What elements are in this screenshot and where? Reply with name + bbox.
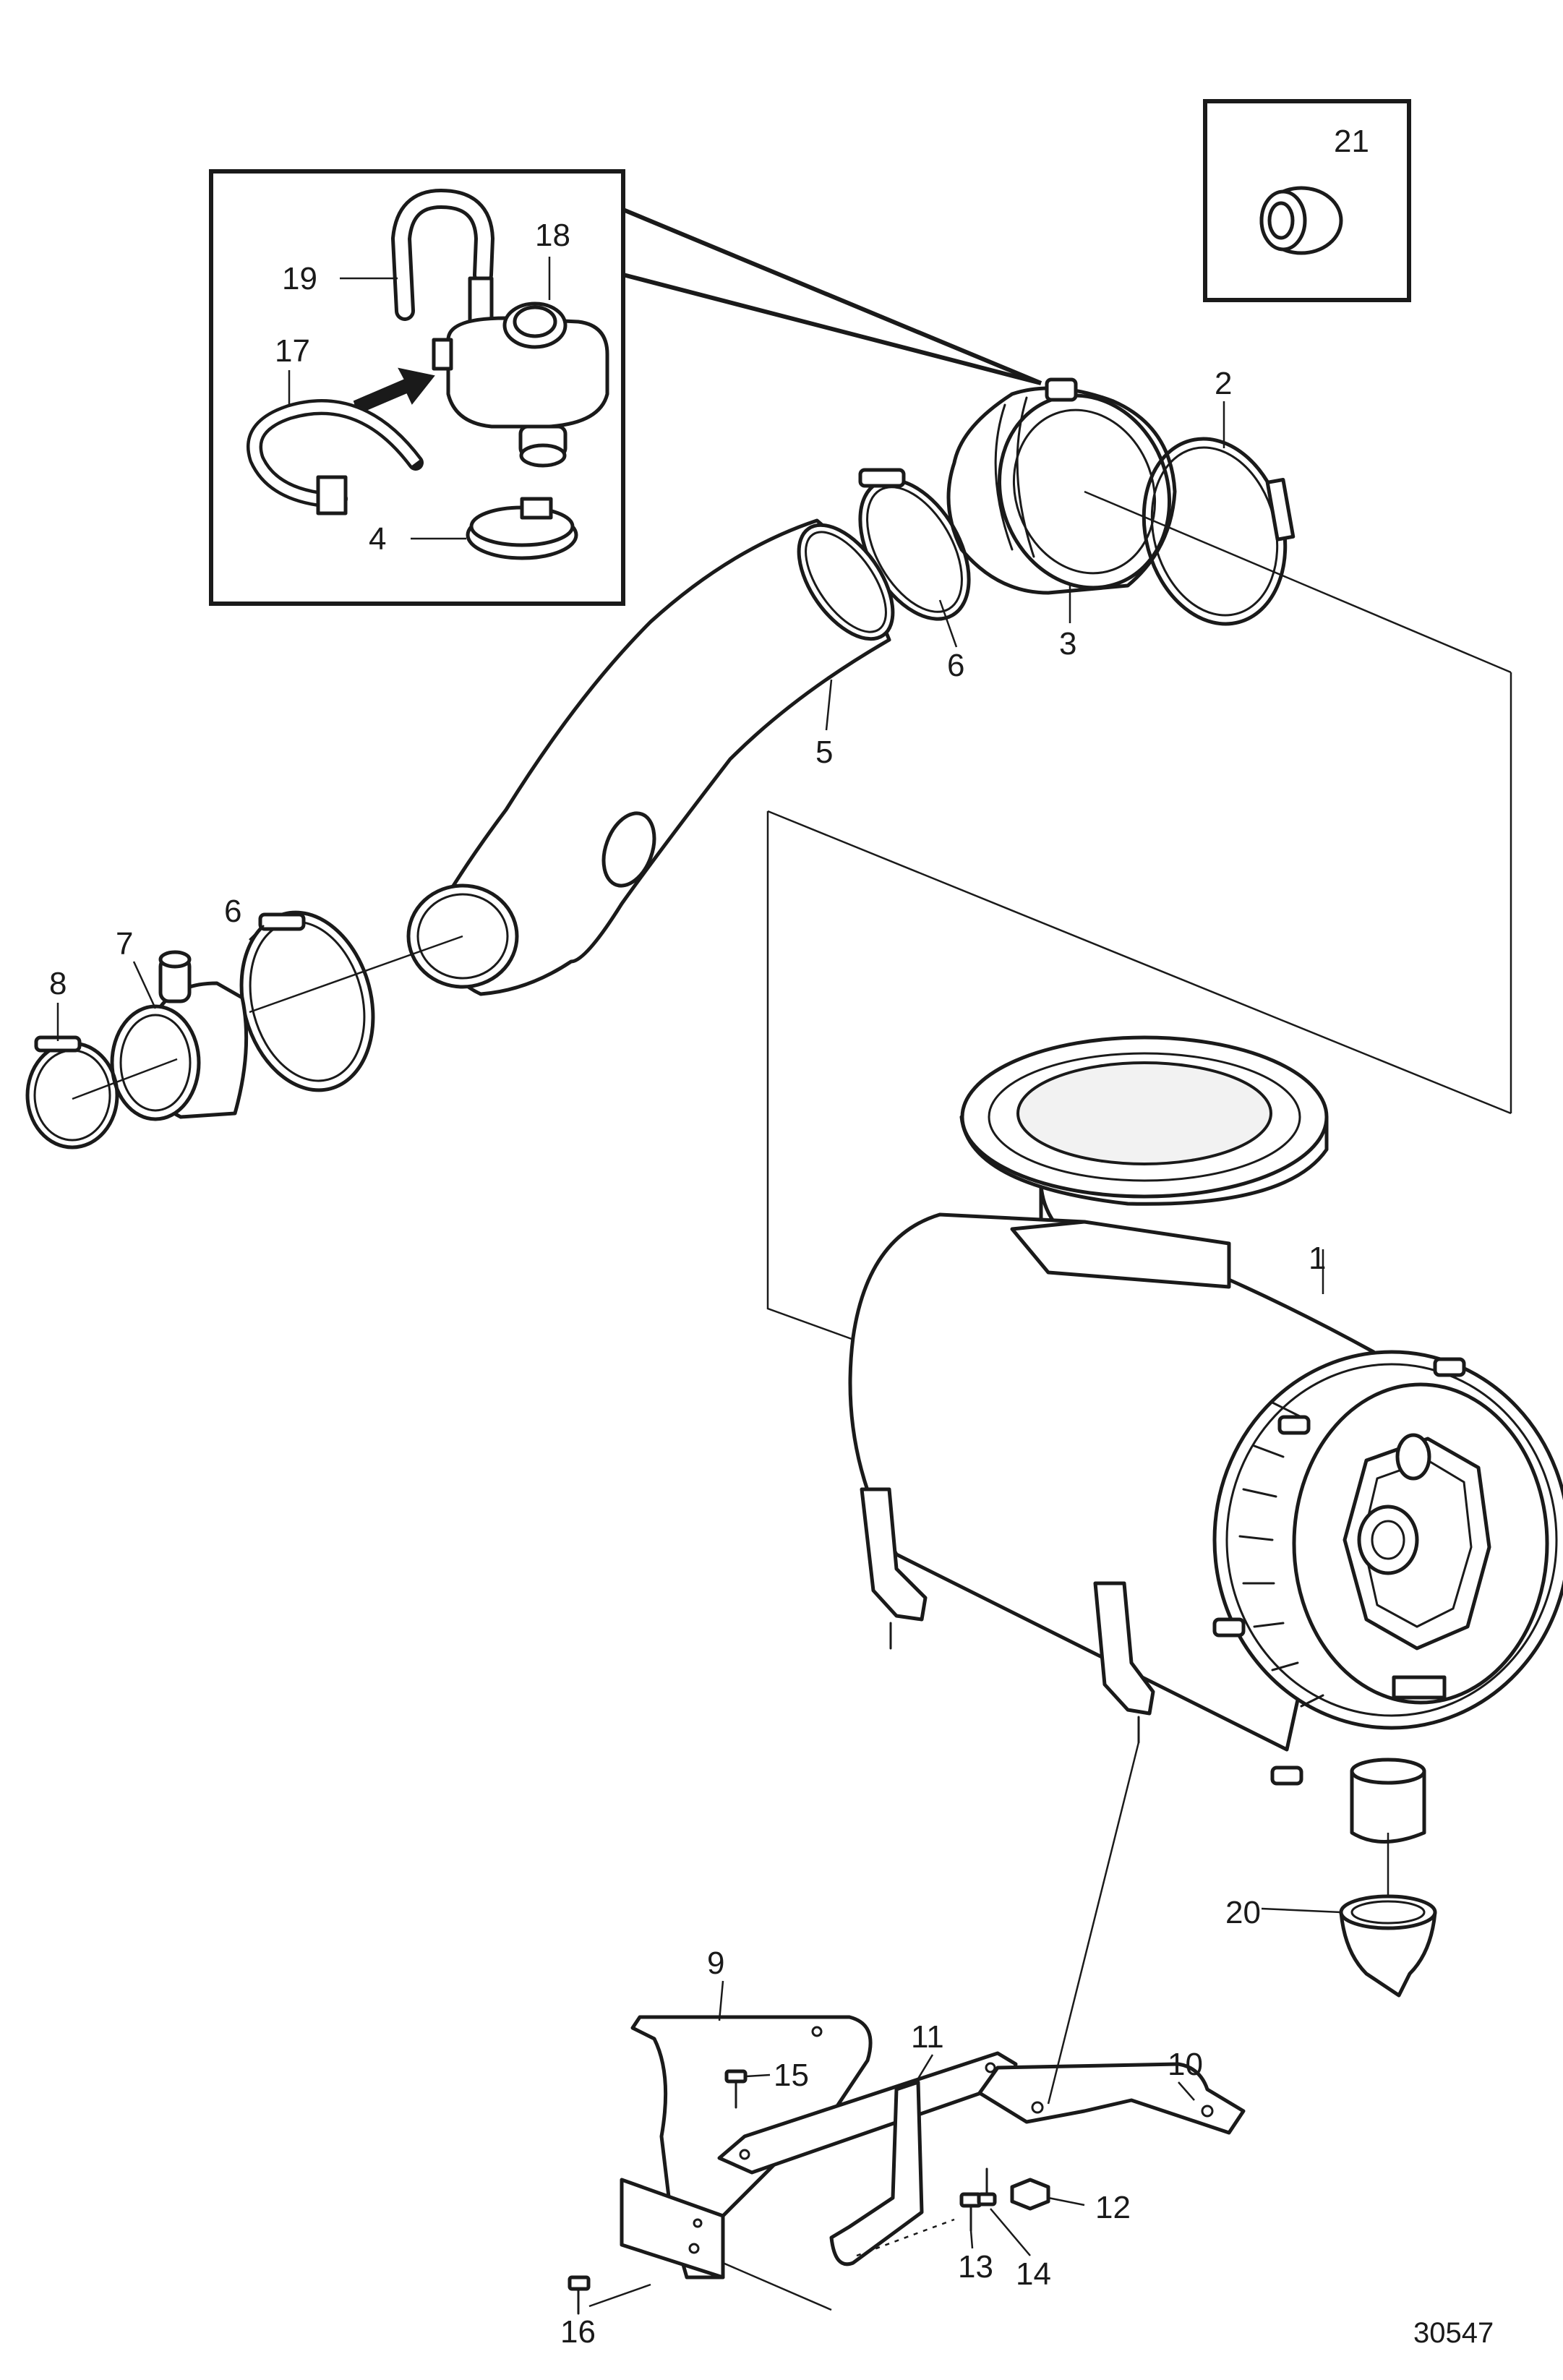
screw-16 — [568, 2275, 591, 2315]
detail-box-21 — [1203, 99, 1411, 302]
clamp-2 — [1142, 437, 1296, 626]
callout-4: 4 — [369, 521, 386, 557]
clamp-8 — [25, 1035, 119, 1150]
callout-14: 14 — [1016, 2256, 1051, 2292]
callout-19: 19 — [282, 261, 317, 296]
bracket-11 — [717, 2051, 1018, 2266]
callout-1: 1 — [1309, 1241, 1326, 1276]
assembly-arrow — [353, 367, 435, 415]
bracket-10 — [977, 2062, 1246, 2135]
figure-reference-number: 30547 — [1413, 2317, 1494, 2349]
callout-3: 3 — [1059, 626, 1076, 662]
nut-12 — [1010, 2178, 1050, 2211]
clamp-4 — [466, 497, 578, 560]
callout-5: 5 — [815, 735, 833, 770]
detail-inset — [209, 169, 1042, 606]
screw-15 — [724, 2069, 748, 2109]
callout-12: 12 — [1095, 2190, 1131, 2225]
cable-tie-17 — [247, 399, 424, 515]
callout-20: 20 — [1225, 1895, 1261, 1930]
callout-13: 13 — [958, 2249, 993, 2285]
clamp-6-lower — [239, 910, 375, 1092]
screw-14 — [977, 2167, 997, 2206]
callout-16: 16 — [560, 2314, 596, 2350]
callouts: 1 2 3 4 5 6 6 7 8 9 10 11 12 13 14 15 16… — [49, 124, 1494, 2350]
valve-18 — [432, 276, 609, 468]
dust-valve-20 — [1339, 1833, 1437, 1998]
callout-7: 7 — [116, 926, 133, 962]
callout-11: 11 — [911, 2019, 944, 2055]
air-filter-housing-1 — [766, 810, 1563, 1844]
callout-17: 17 — [275, 333, 310, 369]
callout-21: 21 — [1334, 124, 1369, 159]
callout-6-lower: 6 — [224, 894, 241, 929]
callout-2: 2 — [1215, 366, 1232, 401]
hose-5 — [406, 518, 895, 996]
callout-15: 15 — [774, 2058, 809, 2093]
callout-6-upper: 6 — [947, 648, 964, 683]
callout-10: 10 — [1168, 2047, 1203, 2082]
adapter-7 — [110, 950, 249, 1121]
callout-8: 8 — [49, 966, 67, 1001]
callout-9: 9 — [707, 1945, 724, 1981]
callout-18: 18 — [535, 218, 570, 253]
